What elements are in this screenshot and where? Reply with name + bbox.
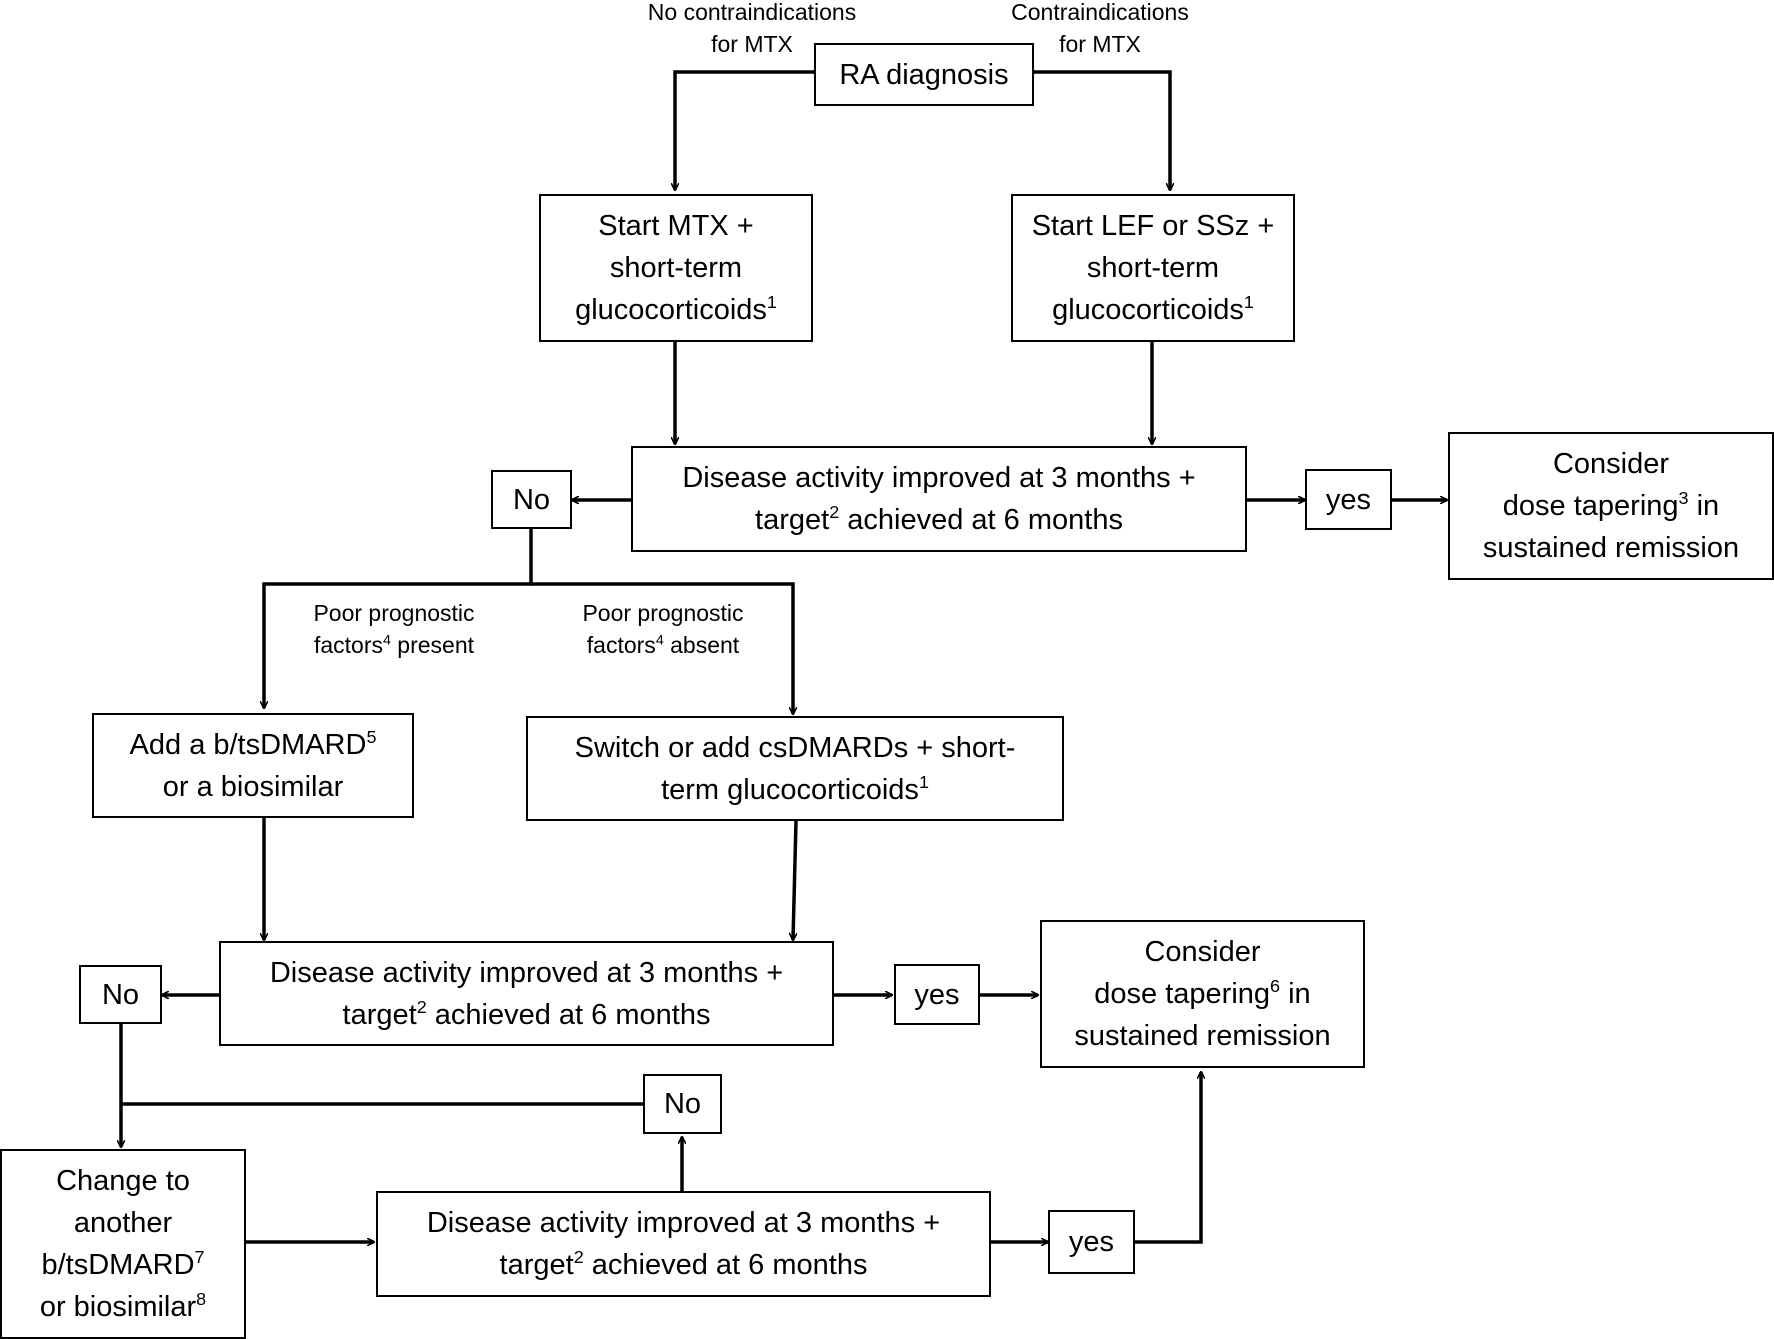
node-add-btsdmard: Add a b/tsDMARD5 or a biosimilar bbox=[92, 713, 414, 818]
node-start-mtx: Start MTX + short-term glucocorticoids1 bbox=[539, 194, 813, 342]
node-yes-2: yes bbox=[894, 964, 980, 1025]
node-yes-3: yes bbox=[1048, 1210, 1135, 1274]
node-text: dose tapering3 in bbox=[1502, 488, 1720, 522]
node-text: term glucocorticoids1 bbox=[661, 771, 929, 806]
label-text: factors4 absent bbox=[586, 632, 740, 658]
label-text: No contraindications bbox=[647, 0, 857, 25]
node-consider-tapering-2: Consider dose tapering6 in sustained rem… bbox=[1040, 920, 1365, 1068]
node-text: target2 achieved at 6 months bbox=[342, 996, 711, 1031]
node-text: target2 achieved at 6 months bbox=[755, 502, 1123, 536]
node-text: No bbox=[101, 978, 140, 1011]
node-text: Start MTX + bbox=[598, 210, 754, 242]
node-ra-diagnosis: RA diagnosis bbox=[814, 43, 1034, 106]
node-text: sustained remission bbox=[1074, 1020, 1331, 1052]
label-text: Poor prognostic bbox=[313, 600, 475, 626]
node-text: No bbox=[663, 1088, 702, 1120]
node-start-lef-ssz: Start LEF or SSz + short-term glucocorti… bbox=[1011, 194, 1295, 342]
label-text: factors4 present bbox=[313, 632, 475, 658]
node-assessment-1: Disease activity improved at 3 months + … bbox=[631, 446, 1247, 552]
label-text: Contraindications bbox=[1011, 0, 1189, 25]
node-text: Consider bbox=[1144, 936, 1261, 968]
node-text: dose tapering6 in bbox=[1094, 976, 1311, 1010]
edge-ra-to-lef bbox=[1034, 70, 1170, 190]
node-no-3: No bbox=[643, 1074, 722, 1134]
node-yes-1: yes bbox=[1305, 469, 1392, 530]
node-no-1: No bbox=[491, 470, 572, 529]
label-poor-prognostic-absent: Poor prognostic factors4 absent bbox=[558, 597, 768, 661]
node-text: or biosimilar8 bbox=[39, 1289, 207, 1323]
label-text: for MTX bbox=[1059, 31, 1141, 57]
label-text: Poor prognostic bbox=[582, 600, 744, 626]
node-change-btsdmard: Change to another b/tsDMARD7 or biosimil… bbox=[0, 1149, 246, 1339]
node-text: short-term bbox=[1086, 252, 1220, 284]
node-text: b/tsDMARD7 bbox=[41, 1247, 205, 1281]
node-text: Disease activity improved at 3 months + bbox=[269, 956, 784, 989]
node-text: glucocorticoids1 bbox=[1052, 292, 1254, 326]
edge-switch-to-assess2 bbox=[793, 820, 798, 940]
node-text: target2 achieved at 6 months bbox=[499, 1247, 868, 1281]
node-text: Start LEF or SSz + bbox=[1031, 210, 1275, 242]
label-poor-prognostic-present: Poor prognostic factors4 present bbox=[289, 597, 499, 661]
edge-ra-to-mtx bbox=[675, 70, 814, 190]
node-text: yes bbox=[1068, 1226, 1115, 1258]
node-consider-tapering-1: Consider dose tapering3 in sustained rem… bbox=[1448, 432, 1774, 580]
label-text: for MTX bbox=[711, 31, 793, 57]
edge-no1-to-switch bbox=[531, 582, 793, 714]
node-text: Consider bbox=[1552, 448, 1670, 480]
node-text: yes bbox=[914, 978, 960, 1011]
node-text: Disease activity improved at 3 months + bbox=[682, 462, 1196, 494]
node-text: Switch or add csDMARDs + short- bbox=[574, 731, 1016, 764]
node-text: or a biosimilar bbox=[162, 770, 344, 803]
node-text: yes bbox=[1325, 483, 1372, 516]
node-assessment-2: Disease activity improved at 3 months + … bbox=[219, 941, 834, 1046]
edge-yes3-to-taper2 bbox=[1135, 1072, 1201, 1244]
node-assessment-3: Disease activity improved at 3 months + … bbox=[376, 1191, 991, 1297]
node-text: Add a b/tsDMARD5 bbox=[129, 726, 377, 761]
node-text: Change to bbox=[56, 1165, 190, 1197]
edge-no1-split bbox=[264, 529, 533, 708]
label-no-contraindications: No contraindications for MTX bbox=[622, 0, 882, 60]
node-no-2: No bbox=[79, 965, 162, 1024]
node-text: RA diagnosis bbox=[839, 58, 1009, 91]
node-text: No bbox=[512, 483, 551, 516]
node-text: glucocorticoids1 bbox=[575, 292, 777, 326]
node-switch-csdmards: Switch or add csDMARDs + short- term glu… bbox=[526, 716, 1064, 821]
node-text: short-term bbox=[609, 252, 743, 284]
label-contraindications: Contraindications for MTX bbox=[1000, 0, 1200, 60]
node-text: sustained remission bbox=[1482, 532, 1740, 564]
node-text: another bbox=[73, 1207, 173, 1239]
node-text: Disease activity improved at 3 months + bbox=[426, 1207, 941, 1239]
